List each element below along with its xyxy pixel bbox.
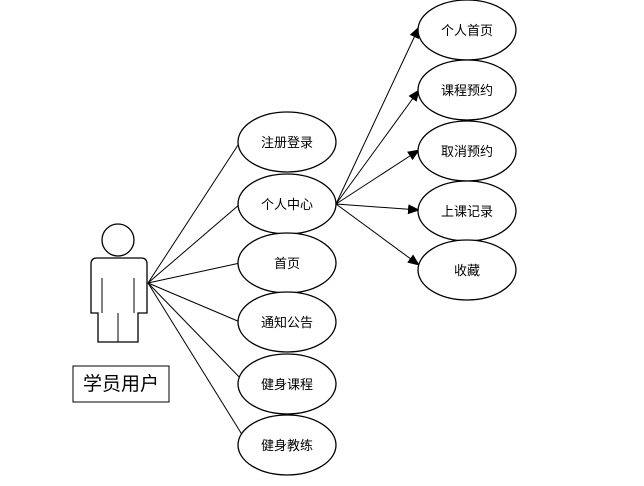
use-case-label: 收藏 [454, 264, 480, 279]
arrow-line [335, 89, 420, 205]
use-case-right-3: 上课记录 [417, 180, 517, 242]
actor-label: 学员用户 [83, 373, 159, 395]
association-line [147, 203, 241, 284]
use-case-right-0: 个人首页 [417, 0, 517, 61]
use-case-right-1: 课程预约 [417, 59, 517, 121]
use-case-ellipse [237, 414, 337, 476]
arrow-line [335, 203, 420, 215]
use-case-right-2: 取消预约 [417, 120, 517, 182]
use-case-label: 取消预约 [441, 145, 493, 160]
use-case-label: 健身教练 [261, 438, 313, 454]
actor-body [90, 257, 148, 343]
use-case-label: 课程预约 [441, 84, 493, 99]
use-case-left-1: 个人中心 [237, 173, 337, 235]
use-case-left-0: 注册登录 [237, 111, 337, 173]
actor-associations [147, 141, 247, 442]
use-case-ellipse [237, 353, 337, 415]
use-case-left-4: 健身课程 [237, 353, 337, 415]
use-case-left-3: 通知公告 [237, 291, 337, 353]
use-case-label: 通知公告 [261, 315, 313, 331]
use-case-ellipse [237, 111, 337, 173]
use-case-label: 注册登录 [261, 136, 313, 151]
use-case-ellipse [237, 291, 337, 353]
association-line [147, 282, 245, 383]
association-line [147, 282, 241, 323]
actor-label-frame [72, 365, 170, 403]
actor-label-box: 学员用户 [72, 365, 170, 403]
use-case-right-4: 收藏 [417, 239, 517, 301]
use-case-label: 健身课程 [261, 377, 313, 393]
use-case-label: 上课记录 [441, 205, 493, 220]
include-arrows [335, 26, 420, 266]
use-case-label: 首页 [274, 257, 300, 272]
use-case-ellipse [417, 59, 517, 121]
use-case-left-2: 首页 [237, 232, 337, 294]
arrow-line [335, 149, 420, 205]
use-case-left-5: 健身教练 [237, 414, 337, 476]
association-line [147, 282, 247, 442]
use-case-label: 个人中心 [261, 198, 313, 213]
arrow-line [335, 203, 420, 266]
arrow-line [335, 26, 420, 205]
use-case-ellipse [417, 239, 517, 301]
actor-figure [90, 223, 148, 343]
association-line [147, 141, 241, 284]
actor-head [101, 223, 135, 257]
use-case-label: 个人首页 [441, 24, 493, 39]
association-line [147, 262, 241, 284]
